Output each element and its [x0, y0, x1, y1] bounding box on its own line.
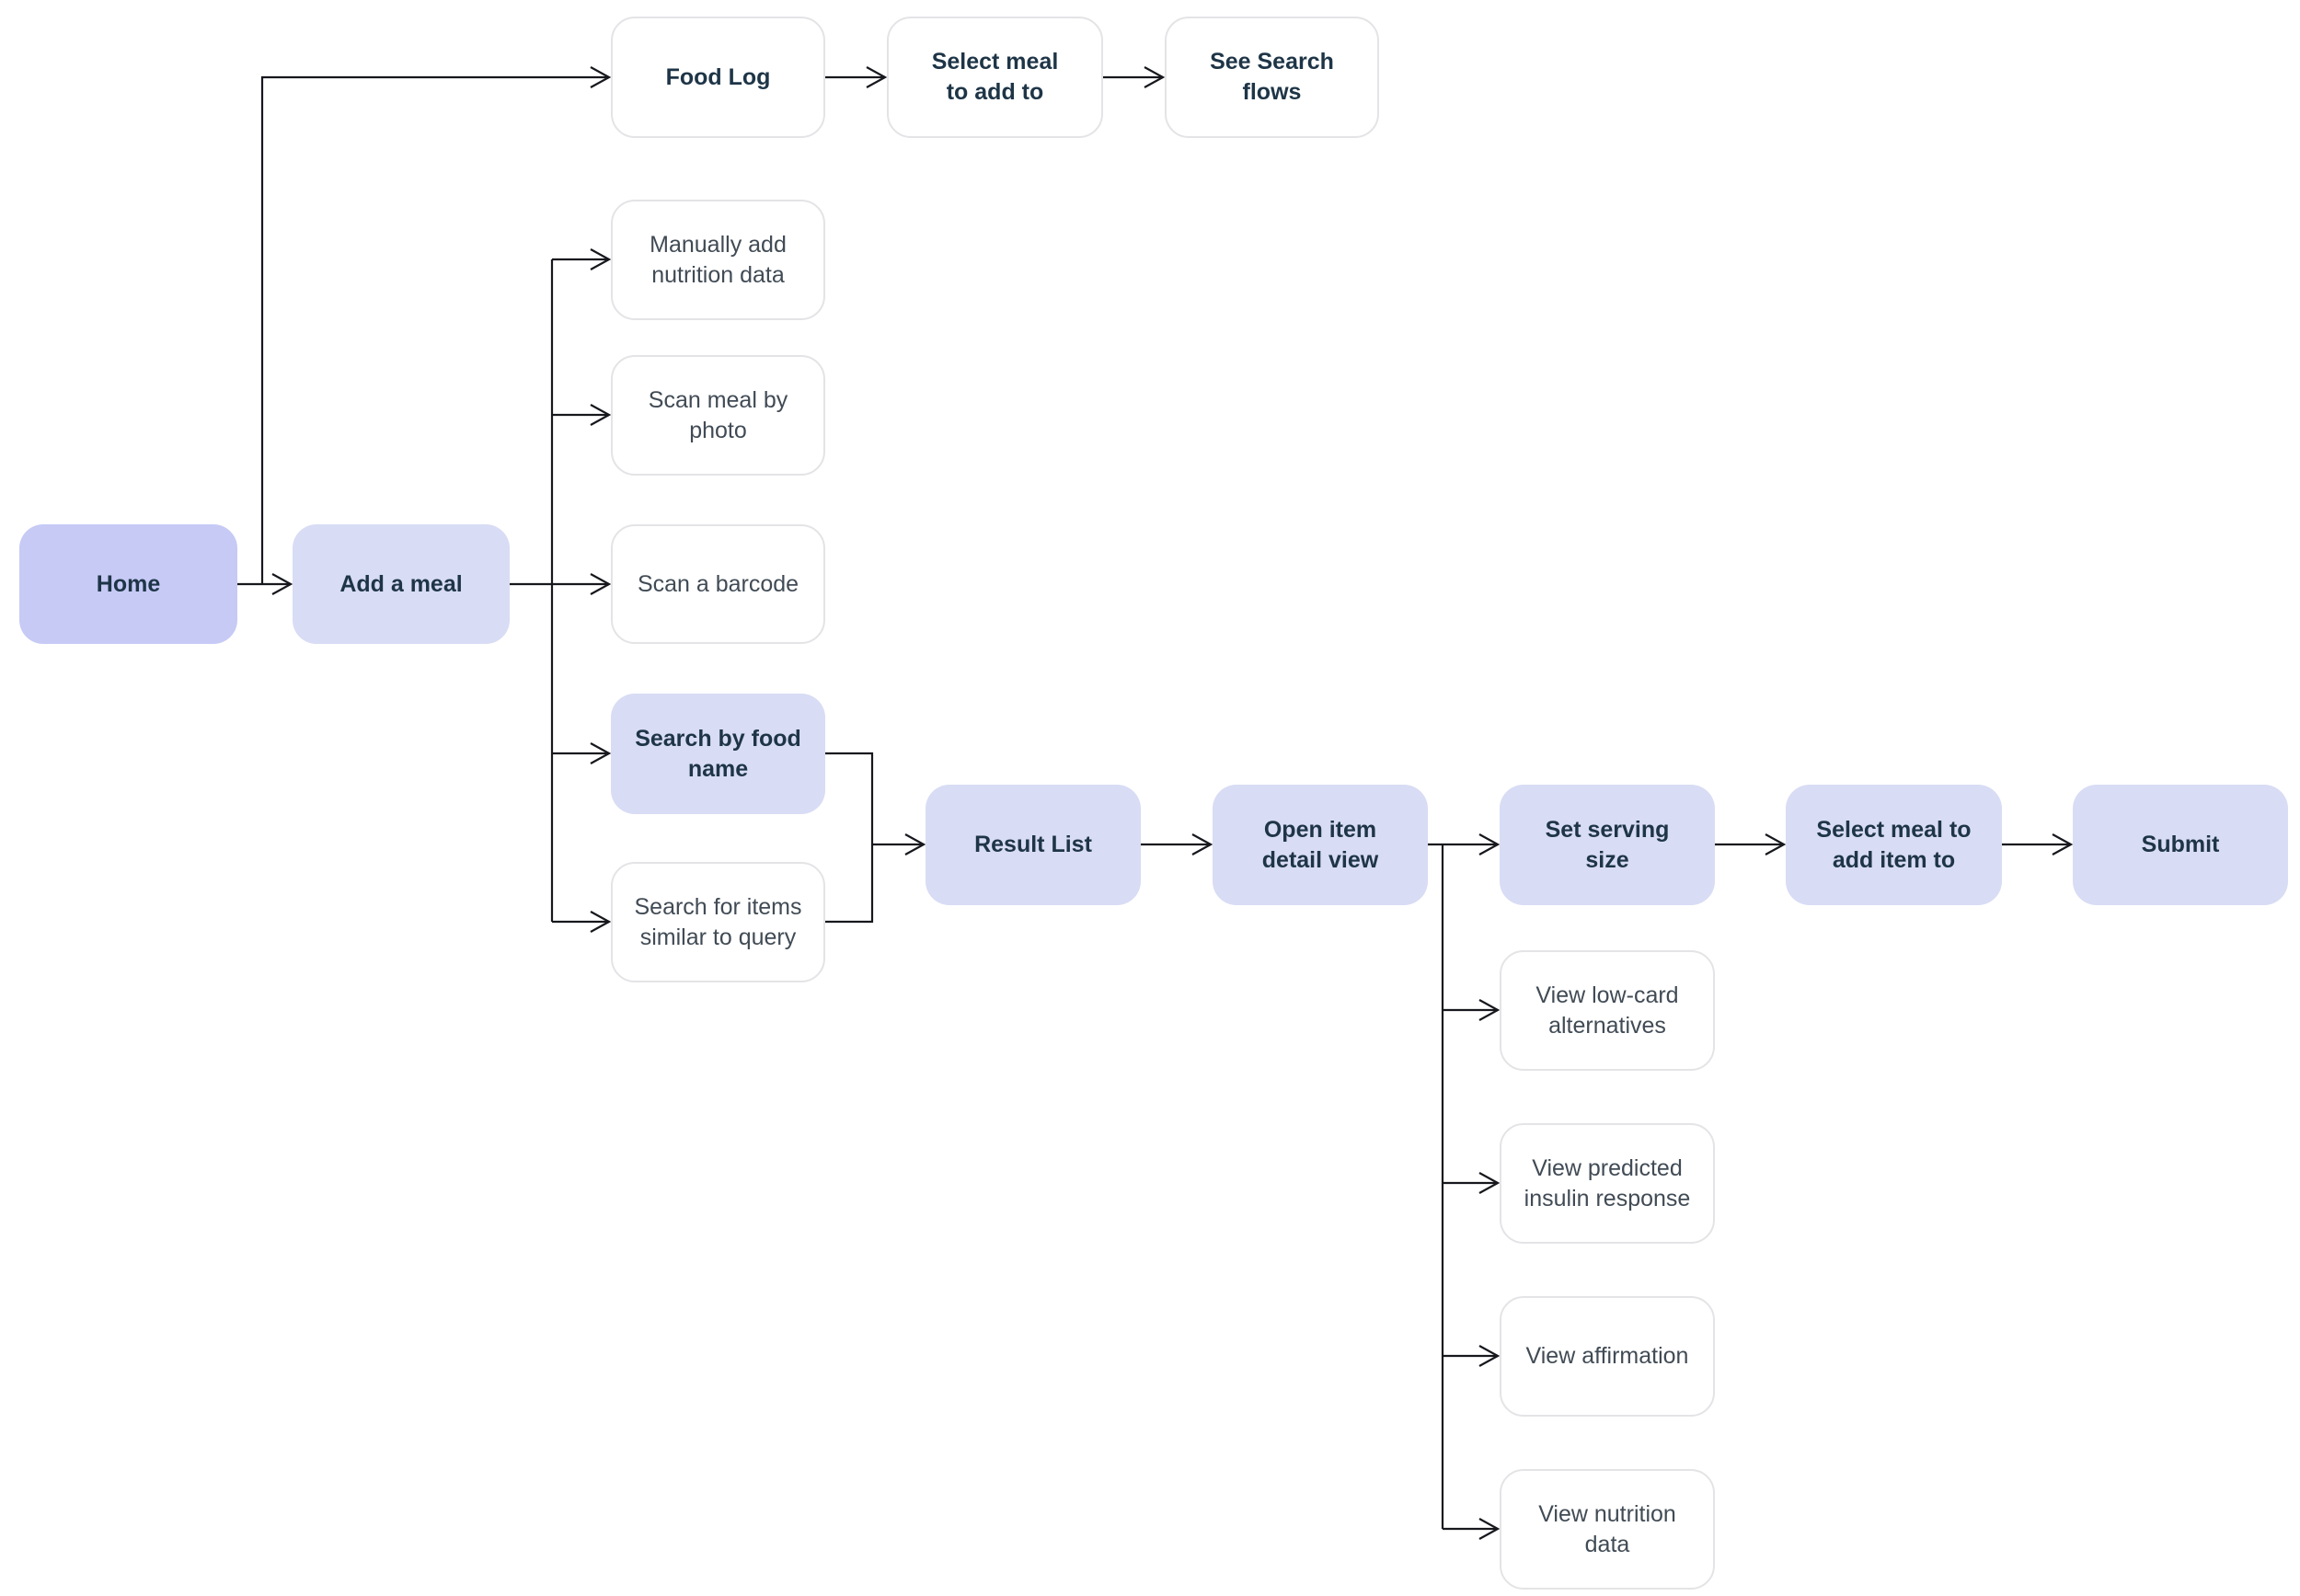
node-set-serving-size: Set serving size	[1500, 785, 1715, 905]
node-manually-add-nutrition-data: Manually add nutrition data	[611, 200, 825, 320]
node-view-low-card-alternatives: View low-card alternatives	[1500, 950, 1715, 1071]
node-result-list: Result List	[926, 785, 1141, 905]
node-food-log: Food Log	[611, 17, 825, 138]
node-select-meal-to-add-to: Select meal to add to	[887, 17, 1103, 138]
node-submit: Submit	[2073, 785, 2288, 905]
node-scan-meal-by-photo: Scan meal by photo	[611, 355, 825, 476]
edge-search-collector	[825, 752, 874, 924]
node-home: Home	[19, 524, 237, 644]
node-see-search-flows: See Search flows	[1165, 17, 1379, 138]
node-open-item-detail-view: Open item detail view	[1213, 785, 1428, 905]
edge-home-food-log	[260, 66, 612, 584]
node-view-affirmation: View affirmation	[1500, 1296, 1715, 1417]
node-search-by-food-name: Search by food name	[611, 694, 825, 814]
node-add-a-meal: Add a meal	[293, 524, 510, 644]
node-scan-a-barcode: Scan a barcode	[611, 524, 825, 644]
node-view-nutrition-data: View nutrition data	[1500, 1469, 1715, 1590]
node-view-predicted-insulin-response: View predicted insulin response	[1500, 1123, 1715, 1244]
node-select-meal-to-add-item-to: Select meal to add item to	[1786, 785, 2002, 905]
node-search-for-items-similar-to-query: Search for items similar to query	[611, 862, 825, 982]
